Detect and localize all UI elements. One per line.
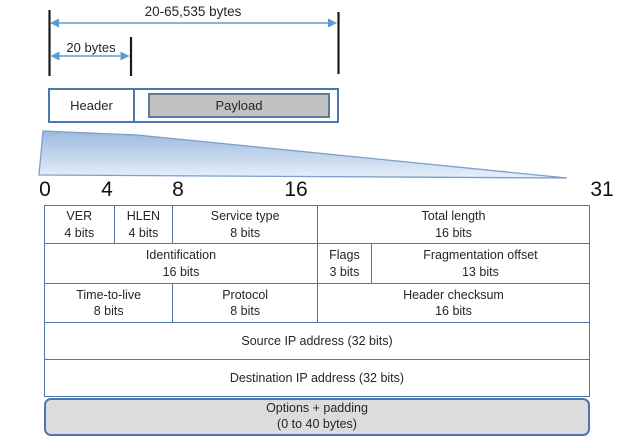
packet-box: Header Payload [48, 88, 339, 123]
table-row: Time-to-live 8 bits Protocol 8 bits Head… [45, 283, 589, 322]
bit-position-31: 31 [590, 178, 614, 201]
field-fragmentation-offset: Fragmentation offset 13 bits [370, 244, 589, 283]
options-size: (0 to 40 bytes) [277, 417, 357, 431]
field-size: 16 bits [435, 225, 472, 240]
header-fields-table: VER 4 bits HLEN 4 bits Service type 8 bi… [44, 205, 590, 397]
field-options-padding: Options + padding (0 to 40 bytes) [44, 398, 590, 436]
total-length-label: 20-65,535 bytes [144, 4, 242, 19]
field-source-ip: Source IP address (32 bits) [45, 323, 589, 359]
field-size: 3 bits [329, 264, 360, 279]
options-label: Options + padding [266, 401, 368, 416]
table-row: Identification 16 bits Flags 3 bits Frag… [45, 243, 589, 283]
table-row: Source IP address (32 bits) [45, 322, 589, 359]
expansion-funnel-shape [38, 130, 568, 179]
field-time-to-live: Time-to-live 8 bits [45, 284, 172, 322]
field-name: Flags [329, 248, 360, 263]
field-name: Total length [421, 209, 486, 224]
field-size: 8 bits [93, 304, 124, 318]
field-size: 4 bits [64, 225, 95, 240]
table-row: VER 4 bits HLEN 4 bits Service type 8 bi… [45, 206, 589, 243]
field-ver: VER 4 bits [45, 206, 114, 243]
header-size-label: 20 bytes [66, 40, 116, 55]
field-name: Identification [145, 248, 217, 263]
field-total-length: Total length 16 bits [316, 206, 589, 243]
field-name: Fragmentation offset [423, 248, 538, 263]
total-length-arrow [50, 18, 337, 28]
bit-position-0: 0 [39, 178, 51, 201]
field-flags: Flags 3 bits [317, 244, 371, 283]
bit-position-16: 16 [284, 178, 308, 201]
field-name: Destination IP address (32 bits) [229, 370, 405, 385]
field-name: Source IP address (32 bits) [241, 333, 393, 348]
field-destination-ip: Destination IP address (32 bits) [45, 360, 589, 396]
field-size: 16 bits [435, 304, 472, 318]
packet-header-cell: Header [50, 90, 135, 121]
field-name: Header checksum [403, 287, 504, 302]
bit-position-4: 4 [101, 178, 113, 201]
field-name: VER [66, 209, 93, 224]
bit-position-8: 8 [172, 178, 184, 201]
field-size: 13 bits [461, 264, 499, 279]
field-hlen: HLEN 4 bits [113, 206, 173, 243]
field-size: 4 bits [128, 225, 159, 240]
field-name: Service type [210, 209, 280, 224]
table-row: Destination IP address (32 bits) [45, 359, 589, 396]
field-name: HLEN [126, 209, 161, 224]
field-protocol: Protocol 8 bits [172, 284, 317, 322]
field-header-checksum: Header checksum 16 bits [316, 284, 589, 322]
field-service-type: Service type 8 bits [172, 206, 317, 243]
field-size: 8 bits [230, 225, 261, 240]
field-name: Time-to-live [76, 287, 142, 302]
field-size: 8 bits [230, 304, 261, 318]
field-name: Protocol [222, 287, 269, 302]
packet-payload-cell: Payload [148, 93, 330, 118]
field-identification: Identification 16 bits [45, 244, 317, 283]
field-size: 16 bits [162, 264, 200, 279]
